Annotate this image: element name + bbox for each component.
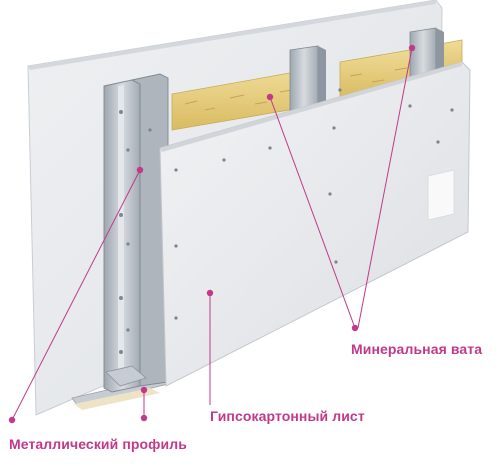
screw-points [126, 88, 454, 332]
metal-profile-label: Металлический профиль [9, 436, 187, 452]
callout-lines [11, 47, 413, 421]
metal-profile [103, 73, 169, 393]
front-gypsum-board [159, 61, 471, 387]
mineral-wool-label: Минеральная вата [351, 341, 483, 357]
gypsum-board-label: Гипсокартонный лист [210, 408, 365, 424]
callout-dots [8, 44, 416, 424]
metal-stud [289, 45, 326, 113]
